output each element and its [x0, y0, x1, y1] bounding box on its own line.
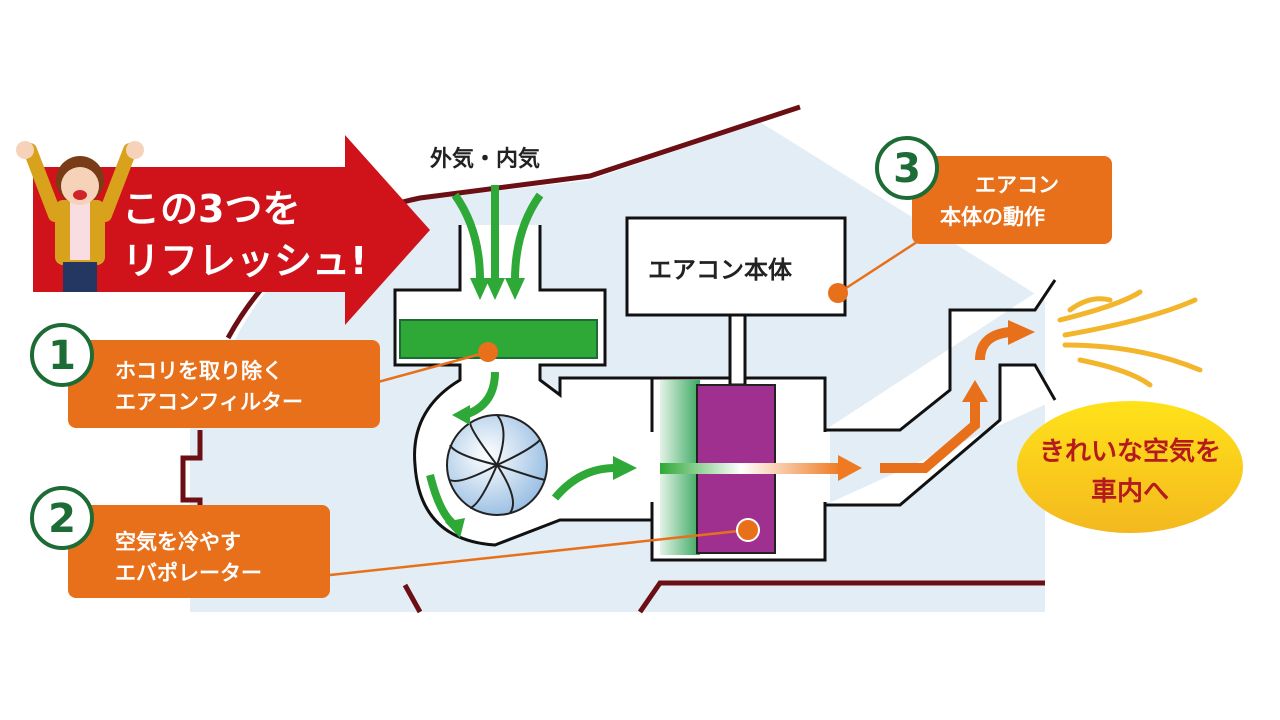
banner-line2: リフレッシュ! — [122, 239, 367, 283]
evaporator-marker — [736, 518, 760, 542]
callout-3-line1: エアコン — [975, 173, 1059, 197]
callout-1-line2: エアコンフィルター — [115, 390, 303, 414]
callout-1-number: 1 — [48, 333, 76, 379]
result-line1: きれいな空気を — [1039, 436, 1221, 467]
airflow-arrows-orange — [880, 320, 1035, 473]
callout-3-line2: 本体の動作 — [940, 205, 1045, 229]
callout-3-number: 3 — [893, 146, 921, 192]
airflow-arrows-green — [426, 185, 616, 529]
callout-2-line1: 空気を冷やす — [115, 530, 241, 554]
air-puff-icon — [1057, 289, 1203, 388]
banner-line1: この3つを — [122, 187, 300, 231]
air-filter — [399, 319, 598, 359]
result-bubble — [1017, 401, 1243, 533]
air-intake-label: 外気・内気 — [430, 146, 540, 172]
car-outline-bottom — [402, 580, 1045, 614]
callout-2-line2: エバポレーター — [115, 561, 262, 585]
airflow-through-evaporator — [660, 463, 840, 474]
callout-1-line1: ホコリを取り除く — [115, 359, 283, 383]
callout-2: 2 空気を冷やす エバポレーター — [30, 486, 330, 598]
result-line2: 車内へ — [1091, 477, 1169, 507]
blower-fan-icon — [446, 414, 548, 516]
filter-marker — [478, 342, 498, 362]
callout-2-number: 2 — [48, 496, 76, 542]
callout-3: 3 エアコン 本体の動作 — [875, 136, 1112, 244]
person-illustration — [16, 141, 144, 292]
unit-marker — [828, 283, 848, 303]
banner-arrow — [33, 135, 430, 325]
arrowheads-green — [445, 278, 637, 538]
unit-label: エアコン本体 — [648, 256, 793, 284]
callout-1: 1 ホコリを取り除く エアコンフィルター — [30, 323, 380, 428]
leader-lines — [329, 238, 921, 577]
